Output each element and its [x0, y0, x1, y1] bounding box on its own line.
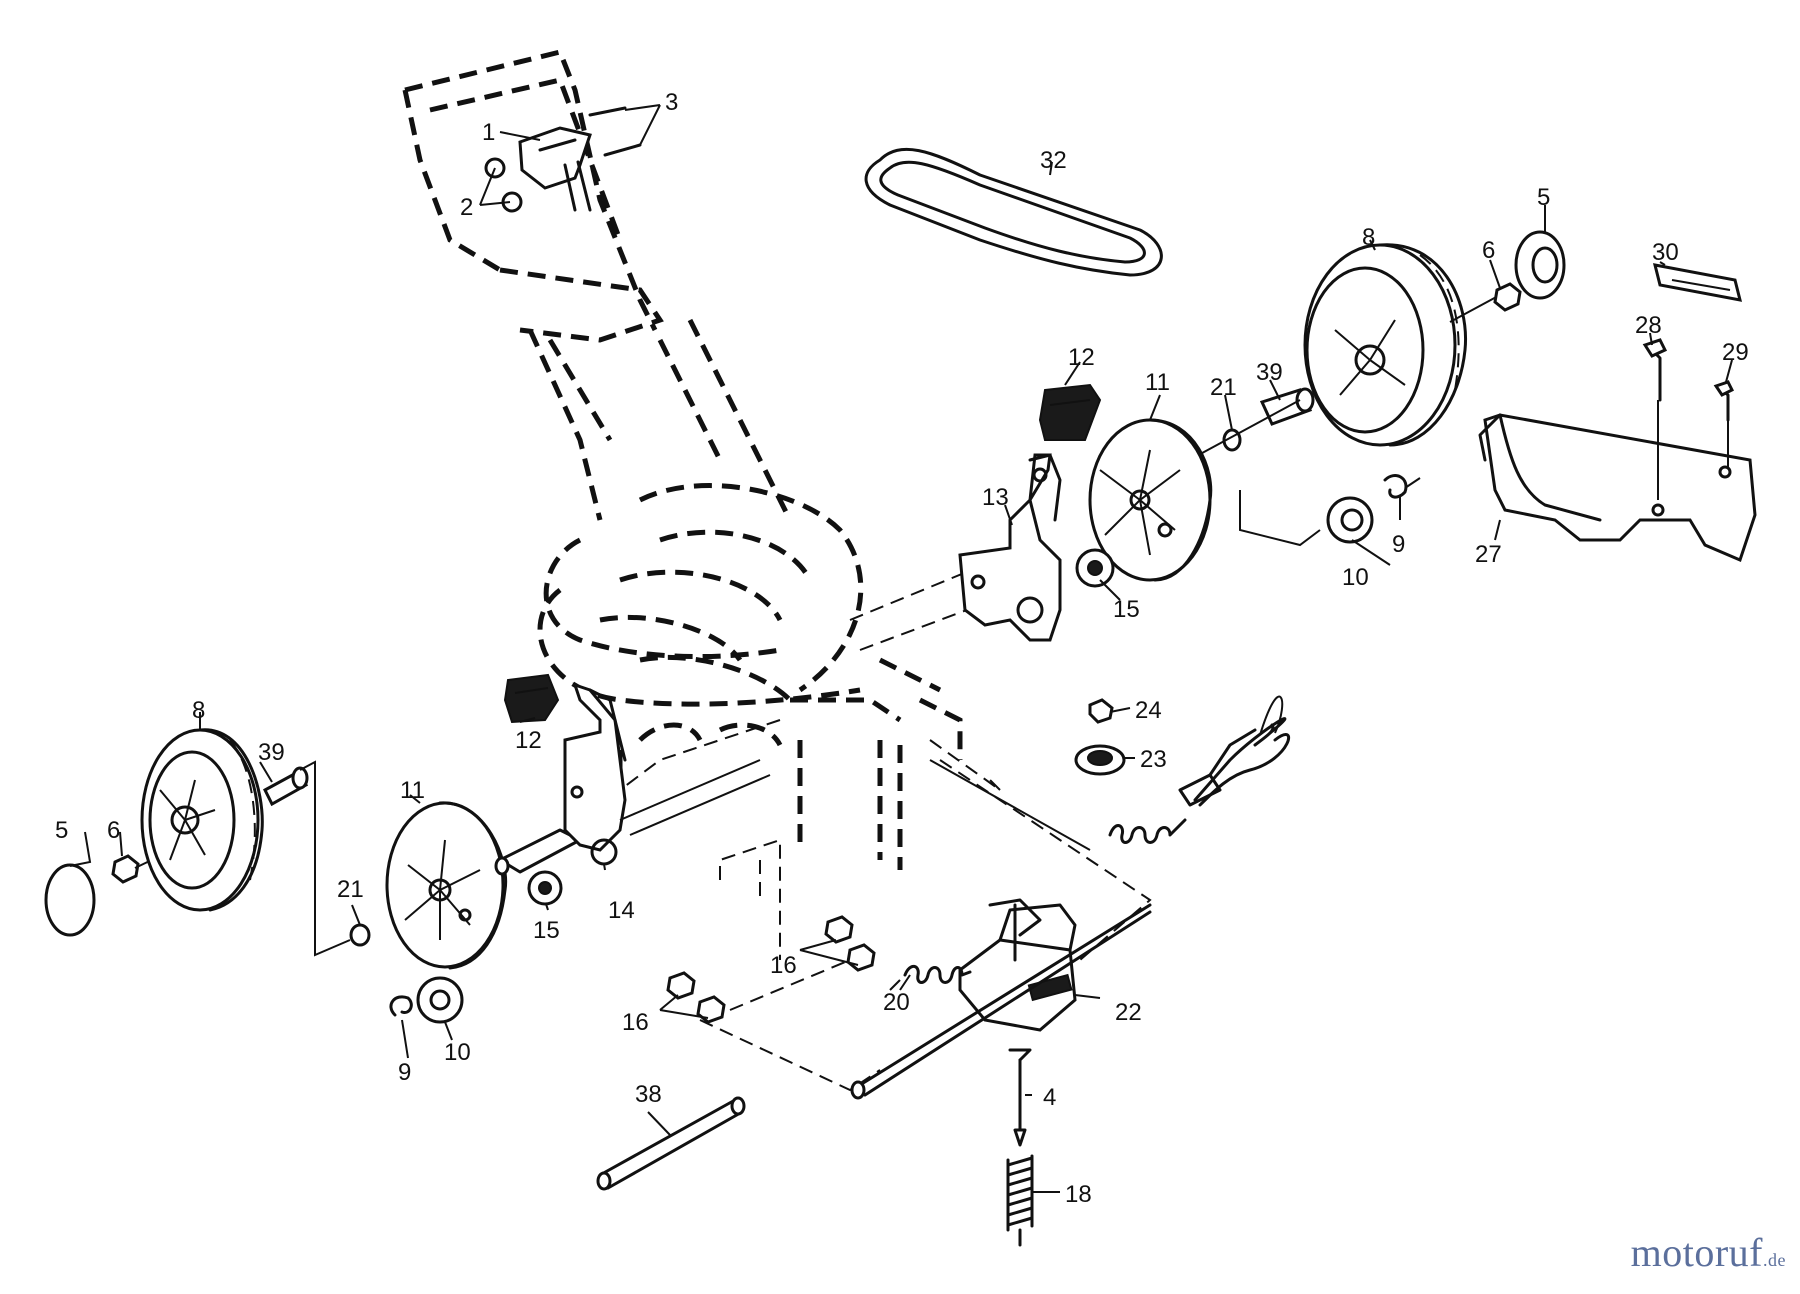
- watermark-logo: motoruf.de: [1631, 1229, 1786, 1276]
- label-30: 30: [1652, 239, 1679, 266]
- label-14: 14: [608, 897, 635, 924]
- label-12-left: 12: [515, 727, 542, 754]
- label-5-left: 5: [55, 817, 68, 844]
- label-10-left: 10: [444, 1039, 471, 1066]
- label-9-right: 9: [1392, 531, 1405, 558]
- label-1: 1: [482, 119, 495, 146]
- leader-lines: [69, 104, 1733, 1193]
- label-38: 38: [635, 1081, 662, 1108]
- left-wheel-assembly: [44, 673, 771, 1024]
- right-wheel-assembly: [958, 230, 1566, 642]
- label-21-right: 21: [1210, 374, 1237, 401]
- label-13: 13: [982, 484, 1009, 511]
- watermark-brand: motoruf: [1630, 1230, 1763, 1275]
- label-12-right: 12: [1068, 344, 1095, 371]
- watermark-suffix: .de: [1763, 1250, 1786, 1270]
- rod: [596, 1096, 746, 1191]
- assembly-lines: [699, 739, 1152, 1092]
- label-6-left: 6: [107, 817, 120, 844]
- mower-outline: [402, 49, 1021, 870]
- handle-bracket: [484, 106, 642, 213]
- label-18: 18: [1065, 1181, 1092, 1208]
- label-4: 4: [1043, 1084, 1056, 1111]
- label-39-right: 39: [1256, 359, 1283, 386]
- label-29: 29: [1722, 339, 1749, 366]
- label-2: 2: [460, 194, 473, 221]
- label-5-right: 5: [1537, 184, 1550, 211]
- label-27: 27: [1475, 541, 1502, 568]
- rear-trim: [1478, 263, 1757, 563]
- label-15-right: 15: [1113, 596, 1140, 623]
- label-8-left: 8: [192, 697, 205, 724]
- label-11-right: 11: [1145, 369, 1170, 396]
- part-labels: 1 2 3 32 8 6 5 30 28 29 27 12 11 21 39 1…: [55, 89, 1749, 1208]
- label-10-right: 10: [1342, 564, 1369, 591]
- label-21-left: 21: [337, 876, 364, 903]
- label-20: 20: [883, 989, 910, 1016]
- label-28: 28: [1635, 312, 1662, 339]
- label-3: 3: [665, 89, 678, 116]
- label-16-lower: 16: [622, 1009, 649, 1036]
- label-22: 22: [1115, 999, 1142, 1026]
- label-39-left: 39: [258, 739, 285, 766]
- drive-belt: [864, 147, 1163, 277]
- label-15-left: 15: [533, 917, 560, 944]
- label-8-right: 8: [1362, 224, 1375, 251]
- label-23: 23: [1140, 746, 1167, 773]
- transmission-assembly: [666, 695, 1291, 1247]
- label-9-left: 9: [398, 1059, 411, 1086]
- label-6-right: 6: [1482, 237, 1495, 264]
- label-16-upper: 16: [770, 952, 797, 979]
- label-11-left: 11: [400, 777, 425, 804]
- label-24: 24: [1135, 697, 1162, 724]
- label-32: 32: [1040, 147, 1067, 174]
